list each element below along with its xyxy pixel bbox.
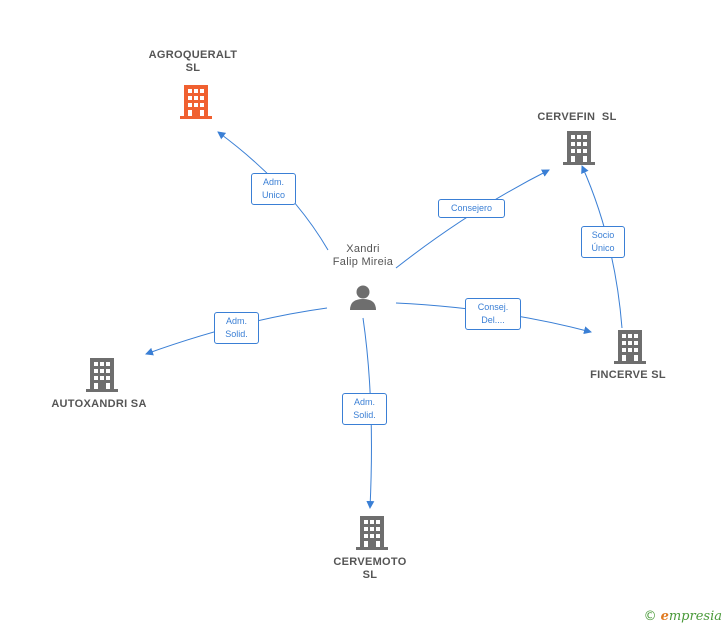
edge-label-line2: Del....: [481, 315, 505, 325]
company-name-line1: AGROQUERALT: [148, 49, 238, 61]
person-icon[interactable]: [349, 283, 377, 311]
edge-label-fincerve[interactable]: Consej. Del....: [465, 298, 521, 330]
building-icon-cervefin[interactable]: [563, 131, 595, 170]
company-name-line2: SL: [362, 569, 378, 581]
person-name-line1: Xandri: [346, 243, 380, 255]
edge-label-line1: Adm.: [262, 177, 284, 187]
copyright-symbol: ©: [643, 609, 657, 624]
edge-label-cervemoto[interactable]: Adm. Solid.: [342, 393, 387, 425]
edge-label-line2: Solid.: [225, 329, 248, 339]
person-name-line2: Falip Mireia: [332, 256, 394, 268]
company-name-line2: SL: [185, 62, 201, 74]
company-name-line1: CERVEMOTO: [333, 556, 407, 568]
edge-label-line1: Adm.: [353, 397, 375, 407]
building-icon-agroqueralt[interactable]: [180, 85, 212, 124]
company-label-autoxandri[interactable]: AUTOXANDRI SA: [39, 398, 159, 411]
edge-line-cervefin: [395, 169, 550, 269]
edge-label-fincerve-cervefin[interactable]: Socio Único: [581, 226, 625, 258]
edge-label-cervefin[interactable]: Consejero: [438, 199, 505, 218]
edge-label-agroqueralt[interactable]: Adm. Unico: [251, 173, 296, 205]
company-name-line1: CERVEFIN SL: [537, 111, 617, 123]
building-icon-cervemoto[interactable]: [356, 516, 388, 555]
brand-name: mpresia: [668, 609, 722, 624]
company-name-line1: FINCERVE SL: [590, 369, 666, 381]
building-icon-autoxandri[interactable]: [86, 358, 118, 397]
building-icon-fincerve[interactable]: [614, 330, 646, 369]
brand-logo[interactable]: ©empresia: [644, 609, 722, 624]
edge-label-line1: Adm.: [225, 316, 247, 326]
brand-initial: e: [660, 609, 669, 624]
edge-label-line2: Solid.: [353, 410, 376, 420]
company-name-line1: AUTOXANDRI SA: [51, 398, 147, 410]
person-name[interactable]: Xandri Falip Mireia: [310, 243, 416, 269]
edge-label-autoxandri[interactable]: Adm. Solid.: [214, 312, 259, 344]
company-label-cervemoto[interactable]: CERVEMOTO SL: [310, 556, 430, 582]
edge-label-line1: Socio: [591, 230, 615, 240]
company-label-agroqueralt[interactable]: AGROQUERALT SL: [133, 49, 253, 75]
edge-label-line2: Único: [591, 243, 615, 253]
edge-label-line1: Consejero: [450, 203, 493, 213]
company-label-fincerve[interactable]: FINCERVE SL: [568, 369, 688, 382]
edge-label-line2: Unico: [261, 190, 285, 200]
company-label-cervefin[interactable]: CERVEFIN SL: [517, 111, 637, 124]
edge-label-line1: Consej.: [477, 302, 509, 312]
